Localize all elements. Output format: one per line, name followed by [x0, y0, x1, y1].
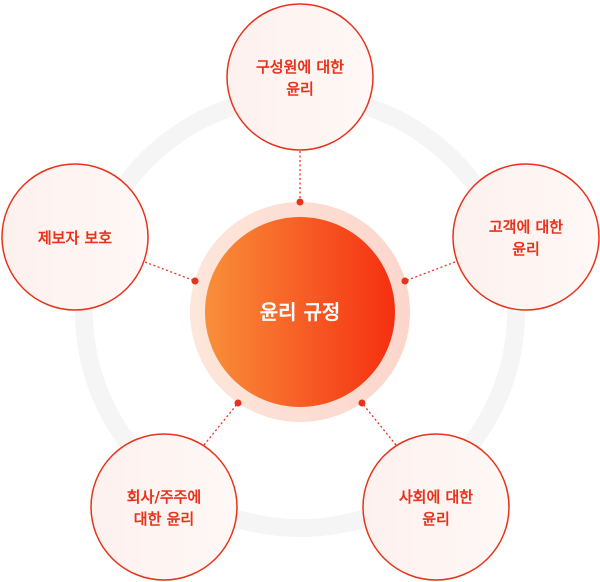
node-society: 사회에 대한 윤리: [362, 433, 510, 581]
connector-dots: [191, 198, 409, 407]
node-label-line1: 사회에 대한: [399, 488, 473, 506]
node-label-line1: 구성원에 대한: [256, 58, 344, 76]
connector-bottom-left: [203, 402, 239, 446]
node-customers: 고객에 대한 윤리: [452, 163, 600, 311]
center-label: 윤리 규정: [260, 300, 341, 324]
node-label-line2: 윤리: [512, 240, 540, 258]
connector-right: [404, 261, 456, 282]
node-label-line2: 대한 윤리: [134, 510, 194, 528]
dot: [358, 399, 366, 407]
node-whistleblower: 제보자 보호: [1, 163, 149, 311]
node-label: 제보자 보호: [38, 229, 112, 247]
dot: [296, 198, 304, 206]
node-label-line2: 윤리: [422, 510, 450, 528]
center-circle: [205, 217, 395, 407]
node-label-line1: 회사/주주에: [127, 488, 201, 506]
dot: [401, 277, 409, 285]
connector-bottom-right: [361, 402, 397, 446]
node-employees: 구성원에 대한 윤리: [226, 3, 374, 151]
node-label-line2: 윤리: [286, 80, 314, 98]
connector-left: [144, 261, 196, 282]
node-label-line1: 고객에 대한: [489, 218, 563, 236]
connectors: [144, 151, 456, 446]
dot: [191, 277, 199, 285]
dot: [234, 399, 242, 407]
node-company-shareholders: 회사/주주에 대한 윤리: [90, 433, 238, 581]
